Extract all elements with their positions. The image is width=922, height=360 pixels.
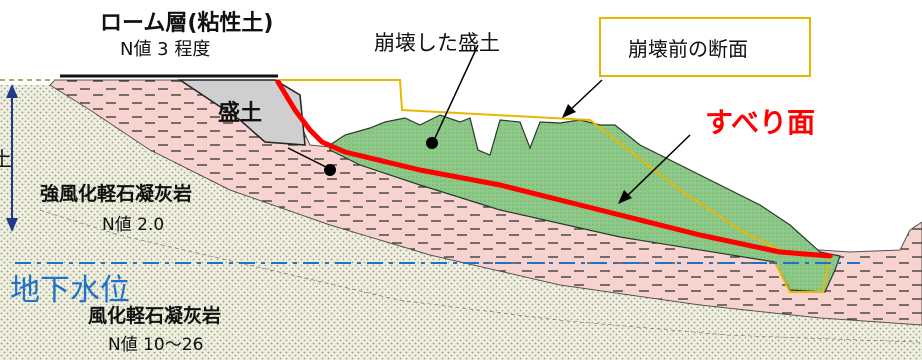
strong-weathered-tuff-layer xyxy=(0,85,922,342)
loam-layer-leader xyxy=(287,147,336,176)
pre-collapse-section-outline xyxy=(280,79,832,293)
slip-surface-line xyxy=(275,79,833,259)
depth-arrow xyxy=(6,84,18,232)
groundwater-label: 地下水位 xyxy=(10,273,130,308)
strong-weathered-tuff-label: 強風化軽石凝灰岩 xyxy=(40,182,192,205)
depth-fragment-label: 土 xyxy=(0,147,12,171)
collapsed-fill-mass xyxy=(329,114,841,293)
weathered-tuff-n-value: N値 10～26 xyxy=(108,335,203,355)
strong-weathered-tuff-n-value: N値 2.0 xyxy=(102,215,164,235)
weathered-tuff-label: 風化軽石凝灰岩 xyxy=(88,304,221,327)
loam-layer-n-value: N値 3 程度 xyxy=(120,39,210,60)
loam-layer-title: ローム層(粘性土) xyxy=(100,11,273,36)
weathered-tuff-layer xyxy=(0,195,922,360)
slip-surface-label: すべり面 xyxy=(705,106,815,139)
before-section-label: 崩壊前の断面 xyxy=(628,37,748,61)
before-section-leader xyxy=(562,79,603,118)
fill-label: 盛土 xyxy=(218,100,262,126)
before-section-label-box xyxy=(599,17,811,77)
fill-embankment xyxy=(177,79,306,146)
collapsed-fill-label: 崩壊した盛土 xyxy=(374,31,500,55)
collapsed-fill-leader xyxy=(426,44,479,149)
slip-surface-leader xyxy=(618,134,691,204)
